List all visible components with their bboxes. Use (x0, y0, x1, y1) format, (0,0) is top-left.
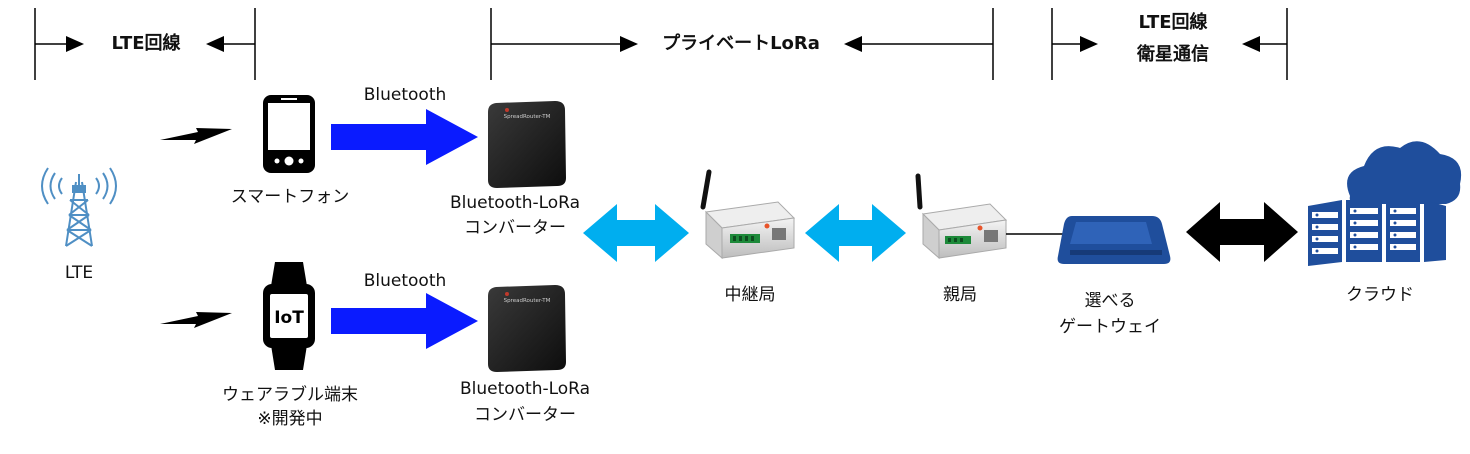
label-converter-bottom-line2: コンバーター (474, 405, 576, 425)
cloud-arrow (1186, 202, 1298, 262)
header-lte-left: LTE回線 (111, 33, 181, 54)
header-lte-sat-line1: LTE回線 (1138, 12, 1208, 33)
bluetooth-arrow-top (331, 109, 478, 165)
cloud-servers-icon (1308, 141, 1462, 266)
range-lte-left (34, 8, 256, 80)
header-lte-sat-line2: 衛星通信 (1137, 44, 1209, 65)
converter-top-brand: SpreadRouter-TM (504, 114, 551, 120)
label-lte: LTE (64, 263, 94, 283)
converter-top-device (488, 101, 566, 188)
label-wearable-line1: ウェアラブル端末 (222, 385, 358, 405)
label-converter-top-line2: コンバーター (464, 218, 566, 238)
label-wearable-line2: ※開発中 (257, 409, 323, 429)
bluetooth-arrow-bottom (331, 293, 478, 349)
converter-bottom-device (488, 285, 566, 372)
lightning-bottom-icon (160, 312, 232, 328)
label-relay: 中継局 (724, 285, 776, 305)
gateway-device (1057, 216, 1171, 264)
lora-arrow-left (583, 204, 689, 262)
smartphone-icon (263, 95, 315, 173)
label-cloud: クラウド (1346, 285, 1414, 305)
watch-screen-text: IoT (274, 308, 304, 328)
label-converter-bottom-line1: Bluetooth-LoRa (459, 379, 591, 399)
wearable-watch-icon (263, 262, 315, 370)
label-bluetooth-bottom: Bluetooth (363, 271, 447, 291)
range-lte-satellite (1051, 8, 1288, 80)
lora-arrow-right (805, 204, 906, 262)
label-parent: 親局 (943, 285, 977, 305)
label-converter-top-line1: Bluetooth-LoRa (449, 193, 581, 213)
label-gateway-line1: 選べる (1084, 291, 1136, 311)
relay-station-device (700, 169, 796, 260)
range-private-lora (490, 8, 994, 80)
parent-station-device (915, 173, 1008, 260)
header-private-lora: プライベートLoRa (662, 33, 820, 54)
label-smartphone: スマートフォン (230, 187, 350, 207)
label-bluetooth-top: Bluetooth (363, 85, 447, 105)
lte-tower-icon (41, 167, 117, 247)
lightning-top-icon (160, 128, 232, 144)
label-gateway-line2: ゲートウェイ (1059, 317, 1161, 337)
converter-bottom-brand: SpreadRouter-TM (504, 298, 551, 304)
